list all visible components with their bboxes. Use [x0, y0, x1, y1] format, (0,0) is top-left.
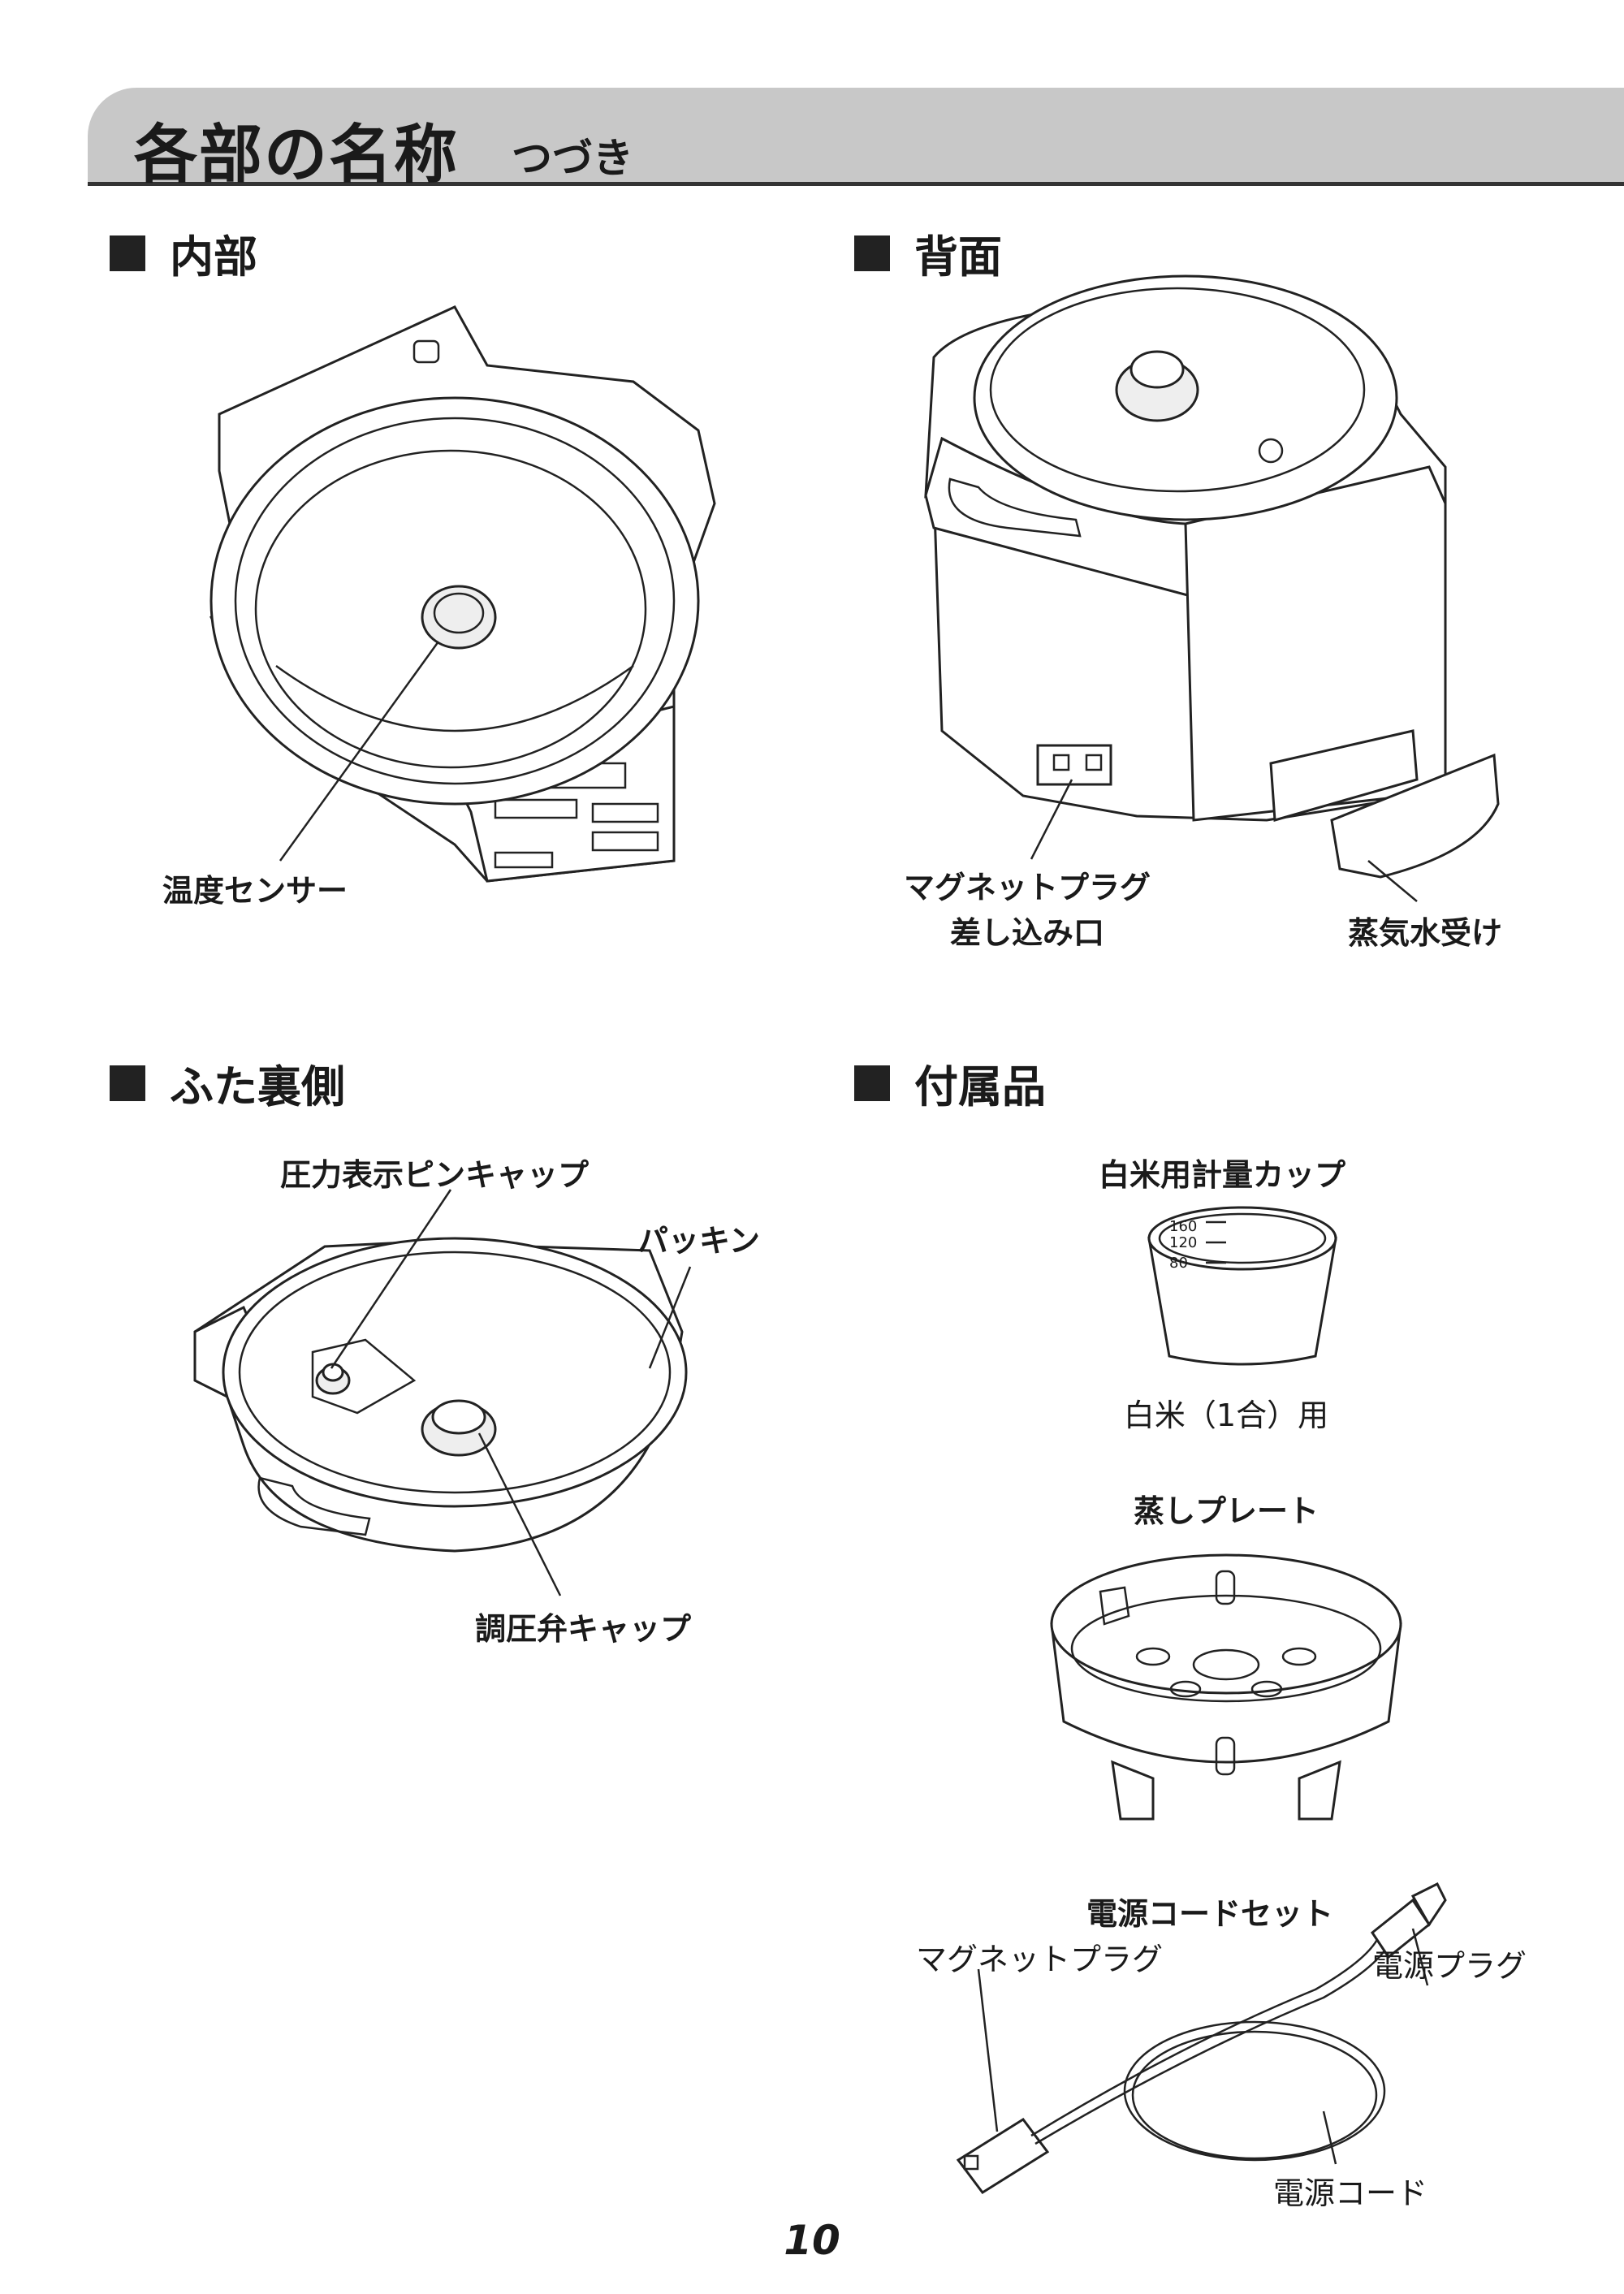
label-packing: パッキン [637, 1223, 760, 1259]
section-heading-lid: ふた裏側 [110, 1051, 345, 1115]
cooker-interior-illustration [209, 305, 716, 883]
section-heading-interior: 内部 [110, 221, 257, 285]
label-magnet-plug-port-line1: マグネットプラグ [903, 870, 1151, 905]
measuring-cup-illustration [1147, 1206, 1337, 1366]
page-subtitle: つづき [512, 135, 633, 182]
cup-mark-160: 160 [1169, 1218, 1198, 1235]
label-pressure-pin-cap: 圧力表示ピンキャップ [280, 1157, 590, 1193]
cup-mark-120: 120 [1169, 1234, 1198, 1251]
section-heading-back: 背面 [854, 221, 1002, 285]
square-bullet-icon [854, 1065, 890, 1101]
cup-mark-80: 80 [1169, 1255, 1188, 1272]
square-bullet-icon [110, 235, 145, 271]
power-cord-set-illustration [956, 1881, 1447, 2195]
label-steam-water-tray: 蒸気水受け [1348, 915, 1503, 951]
section-heading-accessories: 付属品 [854, 1051, 1046, 1115]
label-magnet-plug-port-line2: 差し込み口 [949, 915, 1105, 951]
label-magnet-plug: マグネットプラグ [916, 1942, 1164, 1977]
label-measuring-cup: 白米用計量カップ [1098, 1157, 1346, 1193]
label-power-cord-set: 電源コードセット [1086, 1896, 1334, 1932]
label-temperature-sensor: 温度センサー [162, 873, 348, 909]
label-steam-plate: 蒸しプレート [1133, 1493, 1320, 1529]
square-bullet-icon [110, 1065, 145, 1101]
square-bullet-icon [854, 235, 890, 271]
cooker-back-illustration [924, 274, 1500, 902]
label-power-plug: 電源プラグ [1372, 1948, 1527, 1984]
lid-underside-illustration [193, 1189, 692, 1596]
page-title: 各部の名称 [134, 119, 460, 192]
label-cup-caption: 白米（1合）用 [1123, 1398, 1329, 1433]
label-power-cord: 電源コード [1273, 2175, 1428, 2211]
label-pressure-valve-cap: 調圧弁キャップ [475, 1611, 692, 1647]
page-number: 10 [784, 2217, 840, 2264]
steam-plate-illustration [1050, 1553, 1402, 1821]
title-bar [88, 88, 1624, 186]
